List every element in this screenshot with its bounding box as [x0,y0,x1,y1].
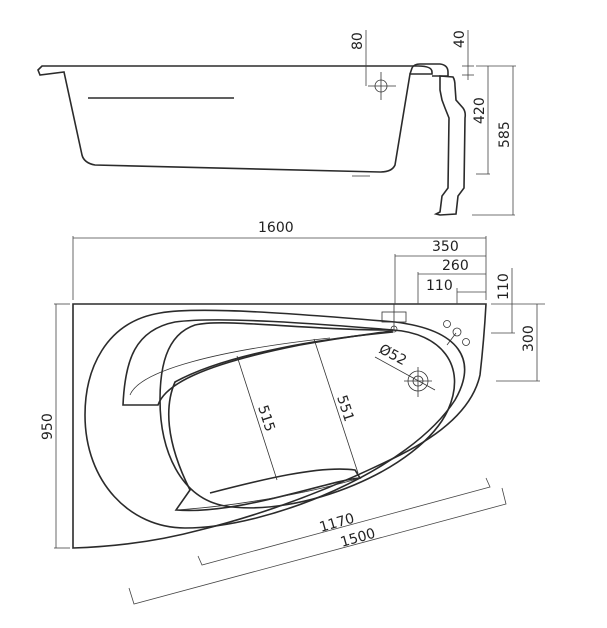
dim-950: 950 [40,413,56,440]
dim-515: 515 [254,403,277,433]
dim-80: 80 [350,32,366,50]
dim-line-551 [313,338,359,474]
side-view: 80 40 420 585 [37,30,516,216]
dim-260: 260 [442,258,469,274]
backrest-curve [129,337,331,396]
rim-right-end [409,63,449,77]
drain-icon [374,356,436,397]
side-panel [433,75,467,216]
dim-110-vertical: 110 [496,273,512,300]
bath-basin [159,322,456,509]
dim-line-515 [236,355,278,481]
dim-40: 40 [452,30,468,48]
dim-585: 585 [497,121,513,148]
tap-icon [381,304,407,333]
dim-drain-diameter: Ø52 [376,341,409,369]
dim-300: 300 [521,325,537,352]
outer-bowl [84,309,466,529]
plan-view: 515 551 Ø52 1600 350 260 [40,220,545,605]
mixer-icon [443,320,470,346]
dim-420: 420 [472,97,488,124]
dim-1600: 1600 [258,220,294,236]
overflow-symbol [368,72,396,100]
dim-350: 350 [432,239,459,255]
seat-curve [175,477,361,511]
tub-outline [72,303,487,549]
tub-side-profile [37,65,433,173]
dim-551: 551 [333,393,356,423]
dim-110-horizontal: 110 [426,278,453,294]
